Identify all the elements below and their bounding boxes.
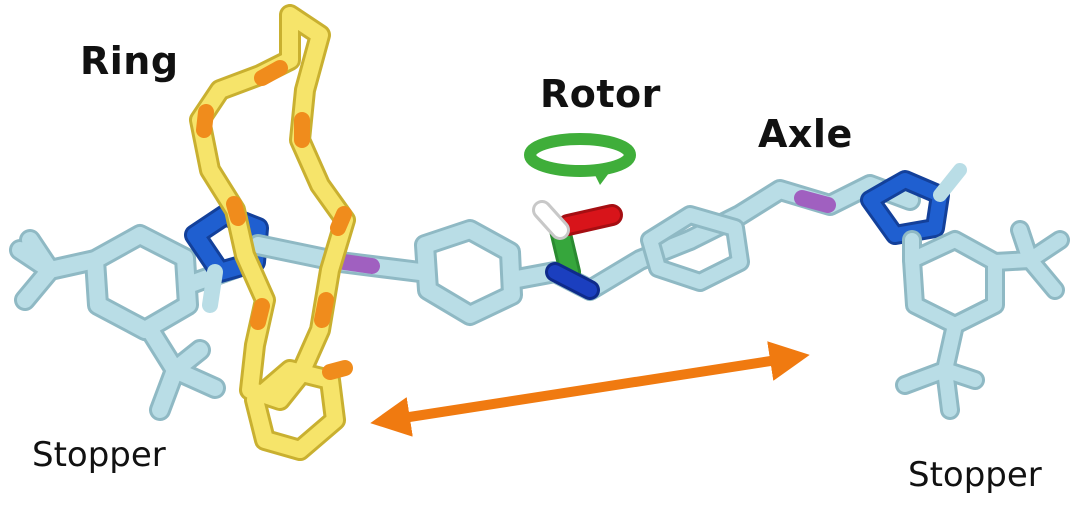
label-ring: Ring	[80, 42, 179, 80]
right-stopper	[905, 230, 1060, 410]
label-stopper-right: Stopper	[908, 458, 1042, 492]
label-rotor: Rotor	[540, 75, 661, 113]
label-stopper-left: Stopper	[32, 438, 166, 472]
shuttling-arrow	[390, 358, 790, 420]
label-axle: Axle	[758, 115, 853, 153]
rotation-arrow	[530, 139, 630, 185]
